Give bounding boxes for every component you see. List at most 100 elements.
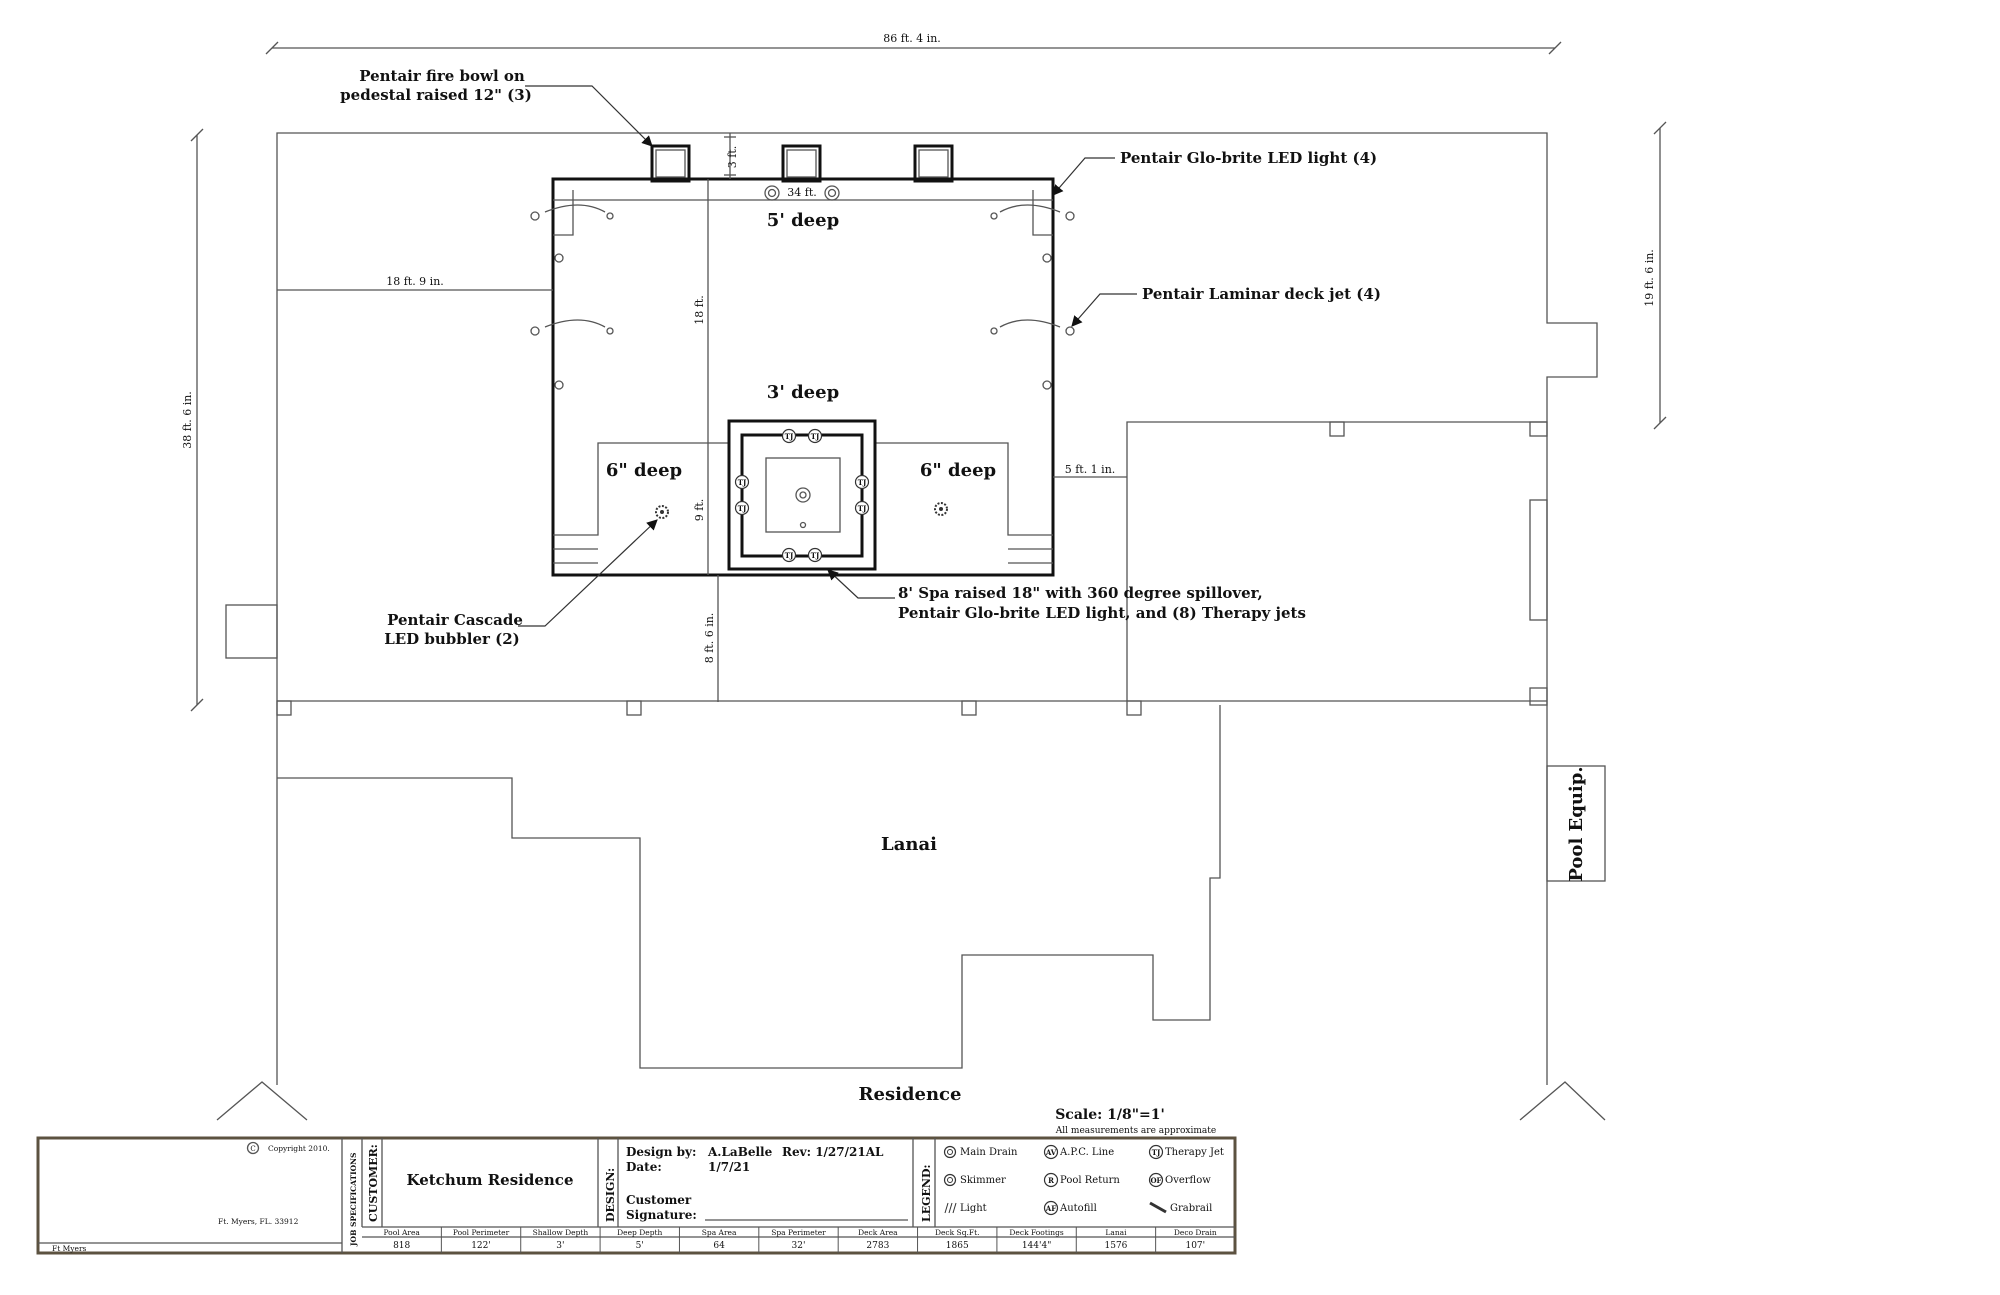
spec-value: 122' [471, 1241, 491, 1251]
legend-symbol-icon [943, 1173, 957, 1187]
spa-drain-icon [795, 487, 811, 503]
legend-item-label: Autofill [1059, 1203, 1097, 1214]
legend-symbol-icon: R [1043, 1172, 1059, 1188]
spec-header: Lanai [1105, 1228, 1127, 1237]
shallow-end-label: 3' deep [767, 382, 839, 403]
legend-item-label: Light [960, 1203, 987, 1214]
spec-value: 818 [393, 1241, 410, 1251]
scale-note: All measurements are approximate [1055, 1126, 1216, 1136]
legend-section-label: LEGEND: [920, 1164, 933, 1222]
spec-value: 64 [713, 1241, 725, 1251]
deck-front-label: 8 ft. 6 in. [703, 613, 716, 664]
legend-symbol-icon [1149, 1201, 1167, 1214]
spec-value: 32' [792, 1241, 806, 1251]
customer-name: Ketchum Residence [407, 1171, 574, 1189]
designer-name: A.LaBelle [707, 1145, 773, 1159]
therapy-jet-icon: TJ [734, 474, 750, 490]
spec-value: 1865 [946, 1241, 969, 1251]
bubbler-callout-line-1: Pentair Cascade [387, 611, 523, 629]
spec-header: Deck Area [858, 1228, 898, 1237]
fire-bowl-callout: Pentair fire bowl on pedestal raised 12"… [340, 67, 653, 147]
spec-header: Deco Drain [1174, 1228, 1217, 1237]
spa-light-icon [799, 521, 807, 529]
pool [277, 133, 1127, 702]
svg-text:C: C [250, 1145, 255, 1153]
pool-light-icon [1042, 380, 1052, 390]
pool-width-label: 18 ft. [693, 295, 706, 324]
legend-item-label: A.P.C. Line [1059, 1147, 1114, 1158]
svg-text:TJ: TJ [1152, 1148, 1161, 1157]
pool-length-label: 34 ft. [787, 186, 816, 199]
legend-symbol-icon: AF [1043, 1200, 1059, 1216]
led-light-callout: Pentair Glo-brite LED light (4) [1052, 149, 1377, 196]
copyright-icon: C [246, 1141, 260, 1155]
fire-bowl-icon [913, 144, 954, 183]
residence-label: Residence [859, 1084, 962, 1105]
spec-header: Deck Sq.Ft. [935, 1228, 980, 1237]
svg-text:TJ: TJ [738, 478, 747, 487]
overall-depth-label: 38 ft. 6 in. [181, 391, 194, 449]
legend-item: Light [944, 1202, 987, 1214]
design-date: 1/7/21 [708, 1160, 750, 1174]
legend-symbol-icon: TJ [1148, 1144, 1164, 1160]
svg-text:TJ: TJ [785, 551, 794, 560]
svg-text:TJ: TJ [811, 551, 820, 560]
main-drain-icon [824, 185, 840, 201]
deck-outline [216, 132, 1606, 1121]
pool-light-icon [554, 380, 564, 390]
setback-label: 3 ft. [726, 146, 739, 168]
design-by-label: Design by: [626, 1145, 696, 1159]
deck-jet-callout-text: Pentair Laminar deck jet (4) [1142, 285, 1381, 303]
legend-symbol-icon [944, 1202, 957, 1214]
spec-header: Deck Footings [1009, 1228, 1063, 1237]
legend-symbol-icon: AV [1043, 1144, 1059, 1160]
customer-signature-label-1: Customer [626, 1193, 692, 1207]
therapy-jet-icon: TJ [854, 500, 870, 516]
pool-light-icon [1042, 253, 1052, 263]
svg-text:TJ: TJ [785, 432, 794, 441]
fire-bowl-icon [650, 144, 691, 183]
customer-section-label: CUSTOMER: [367, 1144, 380, 1222]
overall-depth-dimension: 38 ft. 6 in. [181, 128, 204, 712]
legend-item: Grabrail [1149, 1201, 1212, 1214]
legend-item-label: Pool Return [1060, 1175, 1120, 1186]
therapy-jet-icon: TJ [734, 500, 750, 516]
fire-bowl-callout-line-1: Pentair fire bowl on [359, 67, 525, 85]
title-block: C Copyright 2010. Ft. Myers, FL. 33912 F… [36, 1136, 1237, 1255]
legend-symbol-icon: OF [1148, 1172, 1164, 1188]
revision-label: Rev: 1/27/21AL [782, 1145, 884, 1159]
deck-jet-icon [530, 319, 614, 336]
right-depth-dimension: 19 ft. 6 in. [1643, 121, 1667, 430]
legend-item: Skimmer [943, 1173, 1006, 1187]
deck-jet-icon [990, 204, 1075, 221]
lanai-outline [277, 705, 1221, 1069]
copyright-text: Copyright 2010. [268, 1144, 330, 1153]
svg-text:TJ: TJ [858, 504, 867, 513]
main-drain-icon [764, 185, 780, 201]
spec-header: Pool Area [383, 1228, 420, 1237]
overall-width-dimension: 86 ft. 4 in. [265, 32, 1562, 55]
left-offset-label: 18 ft. 9 in. [386, 275, 444, 288]
legend-symbol-icon [943, 1145, 957, 1159]
fire-bowl-icon [781, 144, 822, 183]
overall-width-label: 86 ft. 4 in. [883, 32, 941, 45]
pool-equipment-label: Pool Equip. [1566, 766, 1587, 881]
spec-value: 3' [556, 1241, 564, 1251]
customer-signature-label-2: Signature: [626, 1208, 697, 1222]
svg-text:AF: AF [1045, 1204, 1056, 1213]
right-offset-label: 5 ft. 1 in. [1065, 463, 1116, 476]
bubbler-callout: Pentair Cascade LED bubbler (2) [384, 519, 658, 648]
therapy-jet-icon: TJ [807, 428, 823, 444]
spa-size-label: 9 ft. [693, 499, 706, 521]
spa-callout: 8' Spa raised 18" with 360 degree spillo… [827, 569, 1306, 622]
pool-equipment-pad: Pool Equip. [1546, 765, 1606, 882]
svg-text:AV: AV [1045, 1148, 1057, 1157]
therapy-jet-icon: TJ [781, 428, 797, 444]
spec-value: 107' [1185, 1241, 1205, 1251]
